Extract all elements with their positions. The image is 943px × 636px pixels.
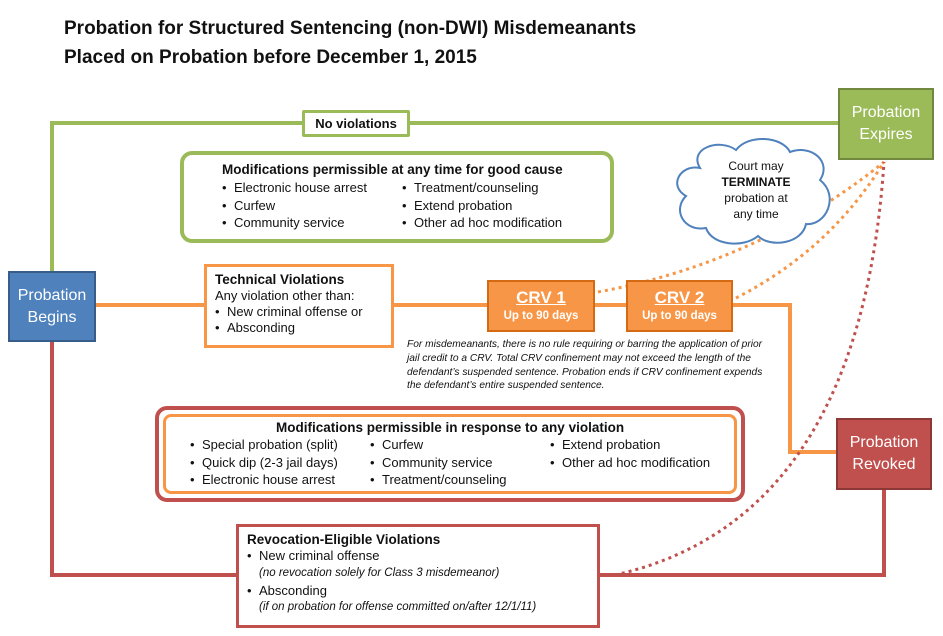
technical-intro: Any violation other than: [215, 288, 355, 303]
title-line-1: Probation for Structured Sentencing (non… [64, 18, 637, 39]
crv2-title: CRV 2 [654, 288, 705, 307]
crv2-box: CRV 2 Up to 90 days [626, 280, 733, 332]
technical-header: Technical Violations [215, 272, 345, 287]
list-item: Electronic house arrest [222, 179, 402, 197]
list-item: Treatment/counseling [370, 471, 550, 489]
terminate-cloud-text: Court may TERMINATE probation at any tim… [702, 158, 810, 222]
list-item: Electronic house arrest [190, 471, 370, 489]
good-cause-list-1: Electronic house arrest Curfew Community… [222, 179, 402, 232]
revocation-eligible-box: Revocation-Eligible Violations New crimi… [236, 524, 600, 628]
list-item: Community service [370, 454, 550, 472]
violation-mods-header: Modifications permissible in response to… [276, 420, 625, 435]
title-line-2: Placed on Probation before December 1, 2… [64, 47, 477, 68]
list-item: New criminal offense [247, 547, 597, 565]
revoked-line-2: Revoked [852, 456, 916, 473]
revocation-header: Revocation-Eligible Violations [247, 532, 441, 547]
probation-revoked-node: Probation Revoked [836, 418, 932, 490]
revocation-list: New criminal offense [247, 547, 597, 565]
green-connector [50, 121, 838, 271]
violation-modifications-box: Modifications permissible in response to… [155, 406, 745, 502]
begins-line-2: Begins [27, 308, 77, 326]
cloud-line-4: any time [733, 207, 779, 221]
list-item: Community service [222, 214, 402, 232]
revocation-item2-note: (if on probation for offense committed o… [259, 601, 537, 613]
good-cause-modifications-box: Modifications permissible at any time fo… [180, 151, 614, 243]
cloud-line-3: probation at [724, 191, 788, 205]
crv2-duration: Up to 90 days [642, 310, 717, 322]
list-item: Absconding [247, 582, 597, 600]
expires-line-2: Expires [859, 126, 913, 143]
list-item: Extend probation [402, 197, 562, 215]
cloud-line-2: TERMINATE [721, 175, 791, 189]
diagram-title: Probation for Structured Sentencing (non… [64, 14, 636, 72]
violation-mods-list-2: Curfew Community service Treatment/couns… [370, 436, 550, 489]
no-violations-text: No violations [315, 116, 397, 131]
revocation-list-2: Absconding [247, 582, 597, 600]
list-item: Extend probation [550, 436, 710, 454]
cloud-shape [676, 137, 831, 245]
crv1-duration: Up to 90 days [503, 310, 579, 322]
revoked-line-1: Probation [849, 434, 919, 451]
list-item: Curfew [222, 197, 402, 215]
good-cause-header: Modifications permissible at any time fo… [222, 162, 563, 177]
list-item: Curfew [370, 436, 550, 454]
probation-begins-node: Probation Begins [8, 271, 96, 342]
violation-mods-list-3: Extend probation Other ad hoc modificati… [550, 436, 710, 489]
list-item: Special probation (split) [190, 436, 370, 454]
begins-line-1: Probation [17, 286, 87, 304]
list-item: Quick dip (2-3 jail days) [190, 454, 370, 472]
list-item: Treatment/counseling [402, 179, 562, 197]
crv1-title: CRV 1 [516, 288, 566, 307]
violation-mods-list-1: Special probation (split) Quick dip (2-3… [190, 436, 370, 489]
probation-expires-node: Probation Expires [838, 88, 934, 160]
violation-modifications-inner: Modifications permissible in response to… [163, 414, 737, 494]
cloud-line-1: Court may [728, 159, 784, 173]
technical-violations-box: Technical Violations Any violation other… [204, 264, 394, 348]
list-item: Absconding [215, 320, 391, 336]
no-violations-label: No violations [302, 110, 410, 137]
crv-note: For misdemeanants, there is no rule requ… [407, 339, 763, 392]
orange-connector-crv2-revoked [733, 303, 836, 454]
revocation-item1-note: (no revocation solely for Class 3 misdem… [259, 566, 500, 579]
expires-line-1: Probation [851, 104, 921, 121]
technical-list: New criminal offense or Absconding [215, 304, 391, 336]
good-cause-list-2: Treatment/counseling Extend probation Ot… [402, 179, 562, 232]
crv1-box: CRV 1 Up to 90 days [487, 280, 595, 332]
list-item: Other ad hoc modification [550, 454, 710, 472]
list-item: Other ad hoc modification [402, 214, 562, 232]
list-item: New criminal offense or [215, 304, 391, 320]
